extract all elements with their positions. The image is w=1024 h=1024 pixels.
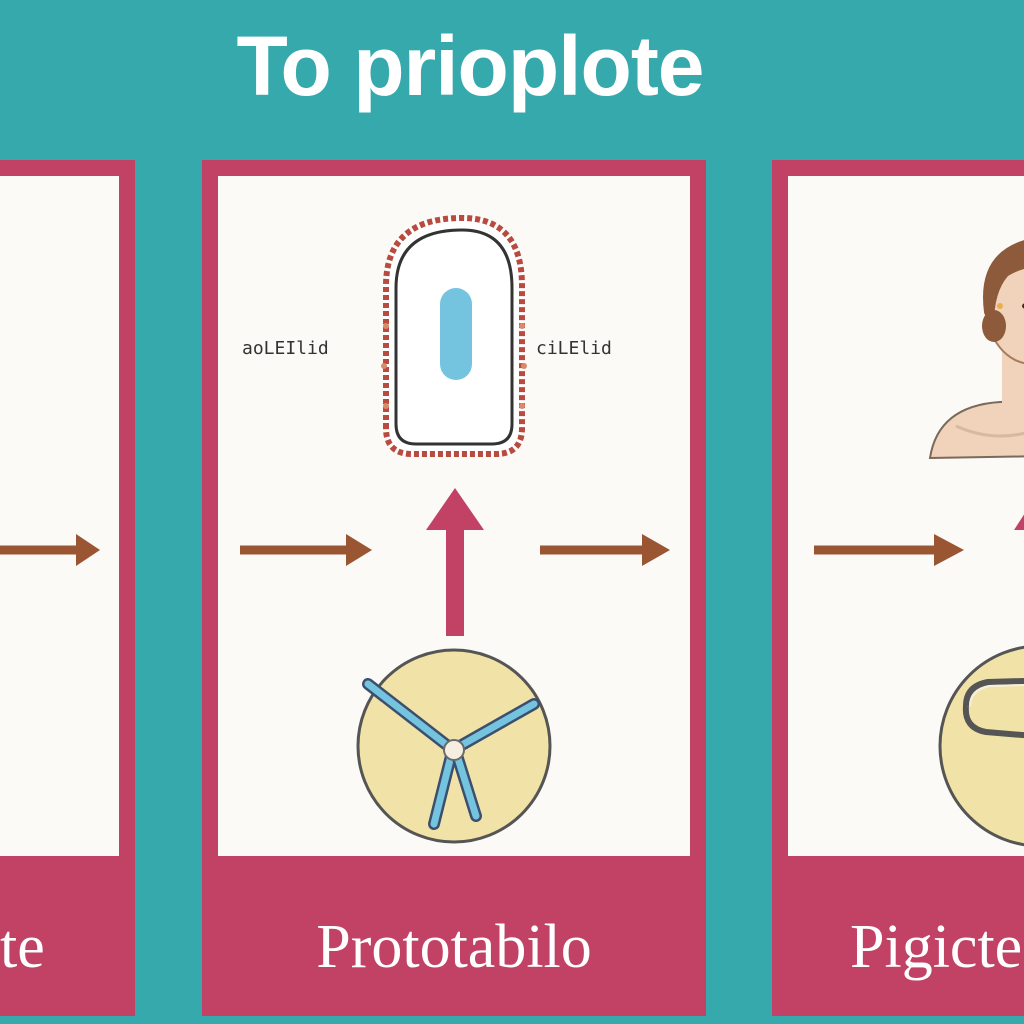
panel-right-footer: Pigicte <box>772 856 1024 1016</box>
panel-center: aoLEIlid ciLElid <box>202 160 706 1016</box>
panel-right-art <box>814 240 1024 847</box>
panel-center-art: aoLEIlid ciLElid <box>240 214 670 844</box>
ribbon-circle-icon <box>356 648 552 844</box>
arrow-up-icon <box>1014 514 1024 530</box>
prototype-device-icon <box>381 214 527 457</box>
page-title: To prioplote <box>236 19 704 113</box>
panel-left-footer: te <box>0 856 135 1016</box>
panel-center-footer: Prototabilo <box>202 856 706 1016</box>
arrow-up-icon <box>426 488 484 636</box>
panel-center-content: aoLEIlid ciLElid <box>218 176 690 856</box>
arrow-right-icon <box>0 534 100 566</box>
device-left-caption: aoLEIlid <box>242 338 329 359</box>
panel-label-right: Pigicte <box>850 913 1023 981</box>
panel-label-left: te <box>0 913 45 981</box>
bowl-circle-icon <box>938 645 1024 847</box>
arrow-right-icon <box>240 534 372 566</box>
panel-label-center: Prototabilo <box>316 913 592 981</box>
arrow-right-icon <box>540 534 670 566</box>
panel-left-art <box>0 534 100 566</box>
woman-portrait-icon <box>928 240 1024 460</box>
panel-left: te <box>0 160 135 1016</box>
panel-right-content <box>788 176 1024 856</box>
panel-left-content <box>0 176 119 856</box>
device-right-caption: ciLElid <box>536 338 612 359</box>
arrow-right-icon <box>814 534 964 566</box>
panel-right: Pigicte <box>772 160 1024 1016</box>
